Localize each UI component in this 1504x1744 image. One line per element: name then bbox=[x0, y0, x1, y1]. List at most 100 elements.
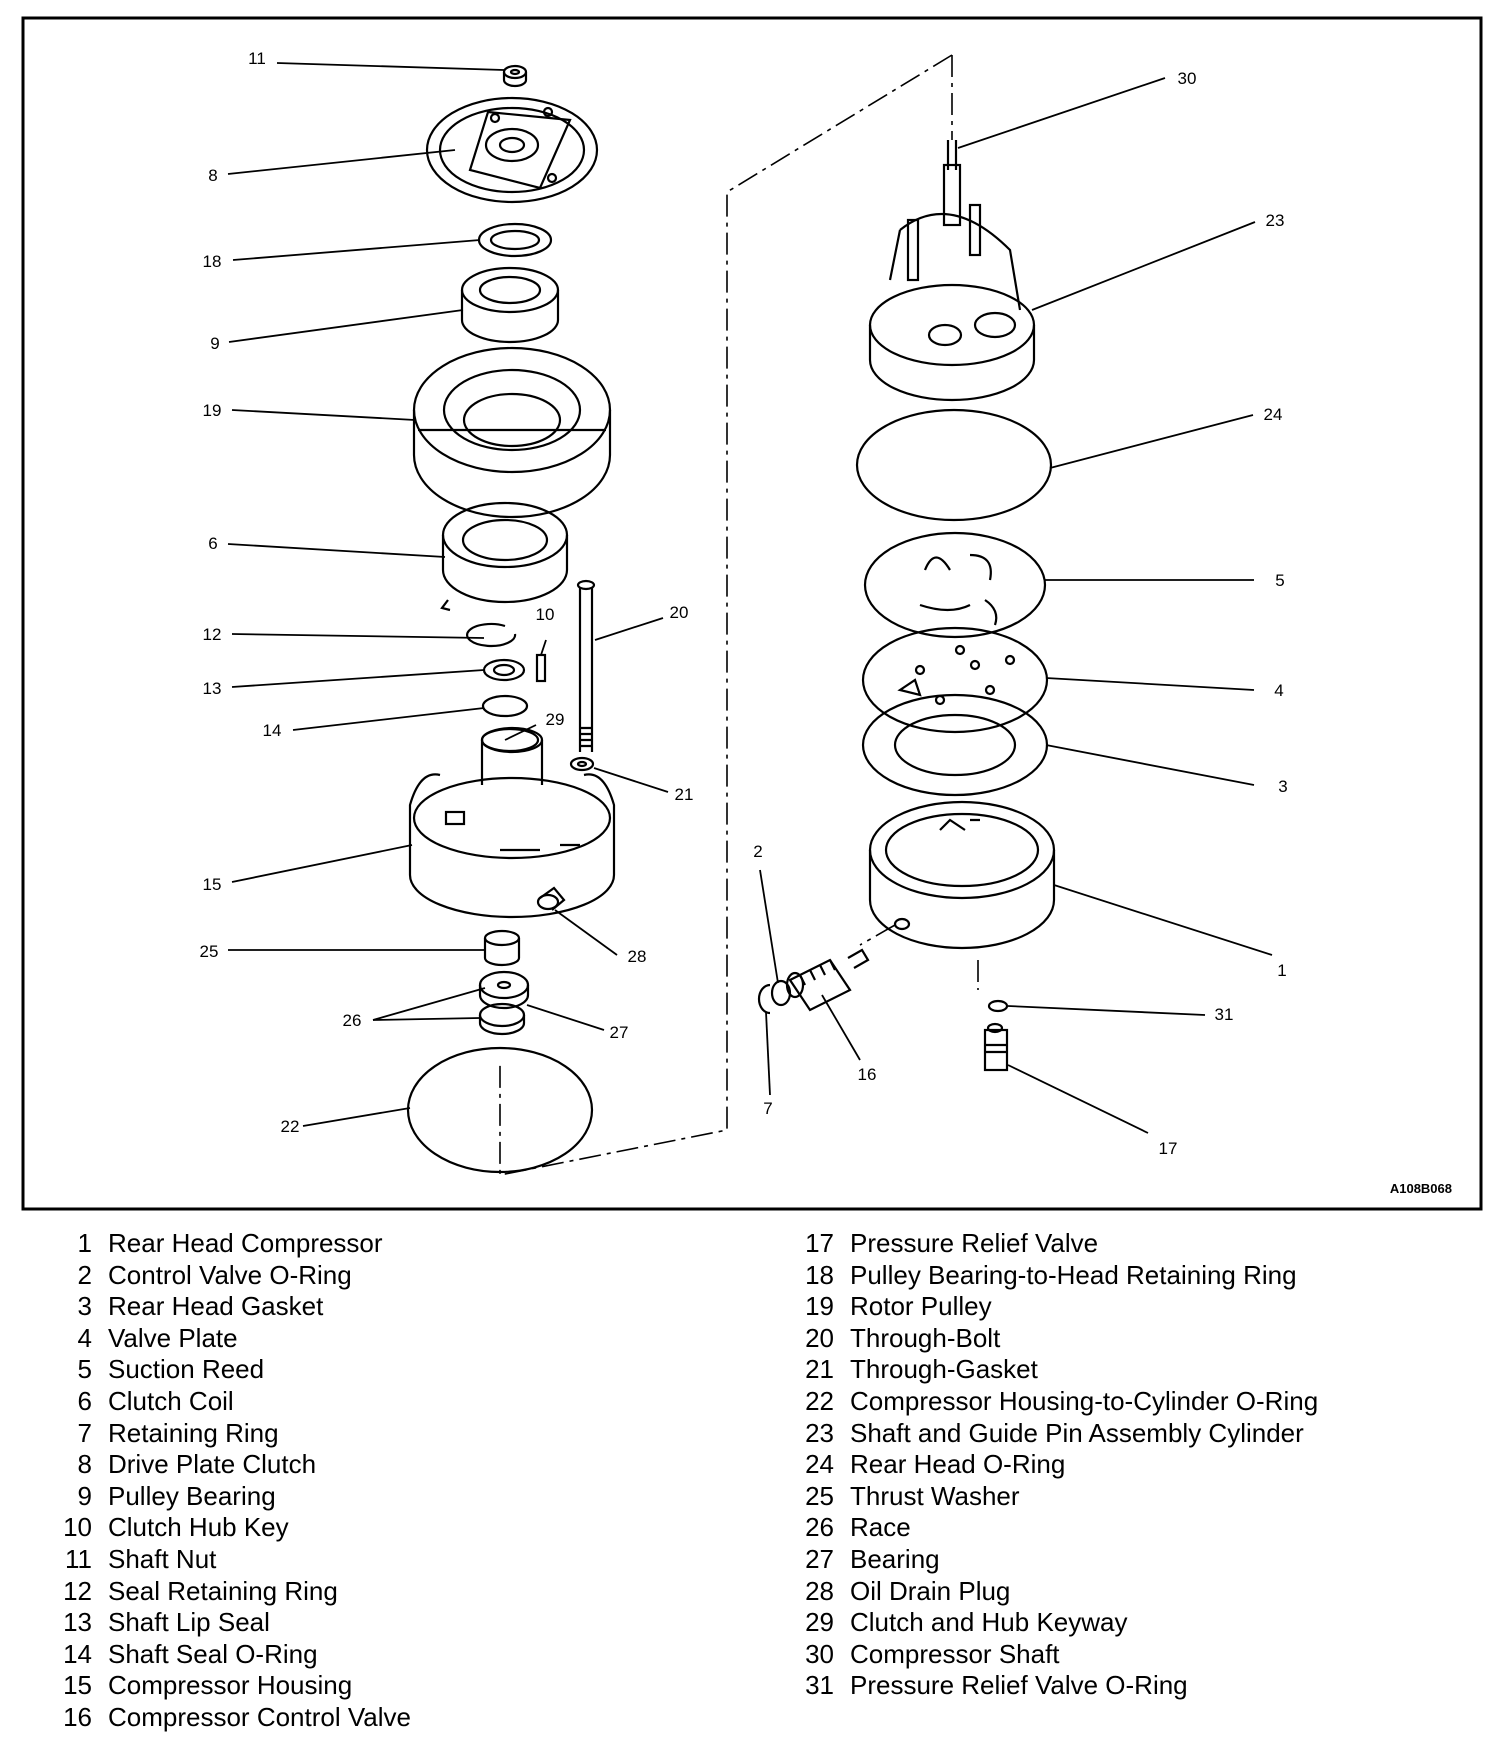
callout-1: 1 bbox=[1277, 961, 1286, 980]
callout-9: 9 bbox=[210, 334, 219, 353]
suction-reed-part bbox=[863, 531, 1047, 639]
legend-label: Rear Head Gasket bbox=[108, 1291, 324, 1322]
legend-label: Clutch Coil bbox=[108, 1385, 234, 1416]
callout-7: 7 bbox=[763, 1099, 772, 1118]
through-bolt-part bbox=[576, 579, 596, 752]
legend-label: Pulley Bearing bbox=[108, 1480, 276, 1511]
callout-30: 30 bbox=[1178, 69, 1197, 88]
legend-number: 13 bbox=[63, 1607, 92, 1638]
legend-label: Clutch Hub Key bbox=[108, 1512, 289, 1543]
legend-number: 28 bbox=[805, 1575, 834, 1606]
legend-number: 31 bbox=[805, 1670, 834, 1701]
legend-number: 27 bbox=[805, 1543, 834, 1574]
legend-label: Suction Reed bbox=[108, 1354, 265, 1385]
legend-label: Through-Bolt bbox=[850, 1322, 1001, 1353]
seal-retaining-ring-part bbox=[466, 622, 517, 648]
callout-25: 25 bbox=[200, 942, 219, 961]
pulley-bearing-part bbox=[460, 266, 560, 344]
leader-lines bbox=[227, 62, 1273, 1134]
legend-label: Race bbox=[850, 1512, 911, 1543]
drive-plate-clutch-part bbox=[425, 96, 599, 204]
shaft-nut-part bbox=[502, 64, 528, 88]
callout-29: 29 bbox=[546, 710, 565, 729]
exploded-view-diagram: 11 8 18 9 19 6 10 20 12 13 14 29 21 15 2… bbox=[21, 16, 1483, 1211]
legend-number: 22 bbox=[805, 1385, 834, 1416]
legend-label: Through-Gasket bbox=[850, 1354, 1038, 1385]
legend-label: Shaft Nut bbox=[108, 1543, 217, 1574]
legend-label: Compressor Shaft bbox=[850, 1638, 1060, 1669]
housing-to-cylinder-o-ring-part bbox=[406, 1046, 594, 1174]
rear-head-gasket-part bbox=[861, 693, 1049, 797]
legend-label: Drive Plate Clutch bbox=[108, 1449, 317, 1480]
legend-label: Retaining Ring bbox=[108, 1417, 279, 1448]
legend-label: Rear Head O-Ring bbox=[850, 1449, 1066, 1480]
callout-22: 22 bbox=[281, 1117, 300, 1136]
compressor-control-valve-part bbox=[785, 948, 870, 1012]
callout-2: 2 bbox=[753, 842, 762, 861]
legend-number: 4 bbox=[77, 1322, 92, 1353]
callout-17: 17 bbox=[1159, 1139, 1178, 1158]
legend-label: Compressor Housing-to-Cylinder O-Ring bbox=[850, 1385, 1319, 1416]
legend-number: 29 bbox=[805, 1607, 834, 1638]
callout-24: 24 bbox=[1264, 405, 1283, 424]
legend-number: 14 bbox=[63, 1638, 92, 1669]
callout-27: 27 bbox=[610, 1023, 629, 1042]
shaft-and-cylinder-part bbox=[868, 140, 1036, 402]
rear-head-o-ring-part bbox=[855, 408, 1053, 522]
shaft-seal-o-ring-part bbox=[481, 694, 529, 718]
legend-label: Bearing bbox=[850, 1543, 940, 1574]
race-and-bearing-part bbox=[478, 970, 530, 1036]
legend-number: 7 bbox=[77, 1417, 92, 1448]
legend-label: Seal Retaining Ring bbox=[108, 1575, 338, 1606]
callout-6: 6 bbox=[208, 534, 217, 553]
retaining-ring-part bbox=[477, 222, 553, 258]
legend-number: 23 bbox=[805, 1417, 834, 1448]
legend-label: Compressor Control Valve bbox=[108, 1701, 411, 1732]
legend-label: Pressure Relief Valve bbox=[850, 1228, 1099, 1258]
rotor-pulley-part bbox=[412, 346, 612, 519]
retaining-ring-7-part bbox=[757, 983, 771, 1015]
legend-label: Shaft and Guide Pin Assembly Cylinder bbox=[850, 1417, 1304, 1448]
callout-23: 23 bbox=[1266, 211, 1285, 230]
rear-head-compressor-part bbox=[868, 800, 1056, 950]
legend-number: 1 bbox=[77, 1228, 92, 1258]
legend-number: 11 bbox=[65, 1543, 92, 1574]
compressor-housing-part bbox=[408, 726, 616, 919]
legend-number: 2 bbox=[77, 1259, 92, 1290]
callout-19: 19 bbox=[203, 401, 222, 420]
legend-number: 20 bbox=[805, 1322, 834, 1353]
callout-21: 21 bbox=[675, 785, 694, 804]
legend-number: 10 bbox=[63, 1512, 92, 1543]
callout-3: 3 bbox=[1278, 777, 1287, 796]
legend-label: Rotor Pulley bbox=[850, 1291, 992, 1322]
legend-number: 12 bbox=[63, 1575, 92, 1606]
legend-label: Oil Drain Plug bbox=[850, 1575, 1011, 1606]
control-valve-o-ring-part bbox=[770, 979, 792, 1007]
oil-drain-plug-part bbox=[536, 886, 566, 911]
legend-number: 5 bbox=[77, 1354, 92, 1385]
callout-5: 5 bbox=[1275, 571, 1284, 590]
legend-label: Valve Plate bbox=[108, 1322, 238, 1353]
legend-label: Shaft Seal O-Ring bbox=[108, 1638, 318, 1669]
figure-code: A108B068 bbox=[1390, 1181, 1452, 1196]
legend-number: 3 bbox=[77, 1291, 92, 1322]
legend-number: 18 bbox=[805, 1259, 834, 1290]
callout-16: 16 bbox=[858, 1065, 877, 1084]
through-gasket-part bbox=[569, 756, 595, 772]
callout-11: 11 bbox=[248, 49, 266, 68]
legend-label: Clutch and Hub Keyway bbox=[850, 1607, 1128, 1638]
legend-number: 15 bbox=[63, 1670, 92, 1701]
callout-14: 14 bbox=[263, 721, 282, 740]
callout-18: 18 bbox=[203, 252, 222, 271]
legend-number: 16 bbox=[63, 1701, 92, 1732]
legend-number: 19 bbox=[805, 1291, 834, 1322]
legend-label: Thrust Washer bbox=[850, 1480, 1020, 1511]
legend-label: Rear Head Compressor bbox=[108, 1228, 383, 1258]
thrust-washer-part bbox=[483, 929, 521, 967]
callout-13: 13 bbox=[203, 679, 222, 698]
legend-number: 8 bbox=[77, 1449, 92, 1480]
callout-15: 15 bbox=[203, 875, 222, 894]
diagram-frame bbox=[21, 16, 1483, 1211]
legend-number: 26 bbox=[805, 1512, 834, 1543]
